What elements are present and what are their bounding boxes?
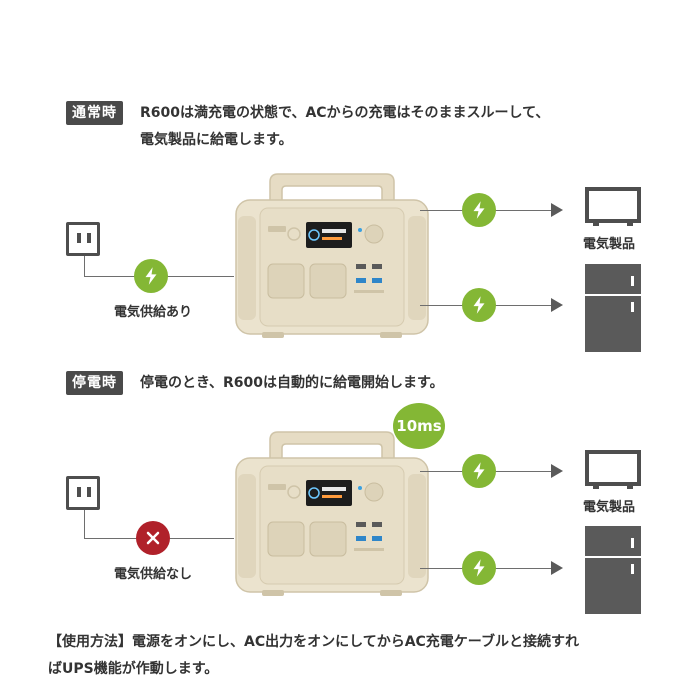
tv-icon [585, 187, 641, 226]
wall-outlet-icon [66, 476, 100, 510]
connection-line [84, 256, 85, 276]
refrigerator-icon [585, 526, 641, 614]
arrow-right-icon [551, 203, 563, 217]
switch-time-value: 10ms [396, 417, 442, 435]
appliance-label: 電気製品 [583, 237, 636, 252]
outage-mode-tag: 停電時 [66, 371, 123, 395]
lightning-bolt-icon [462, 454, 496, 488]
arrow-right-icon [551, 561, 563, 575]
usage-note-line2: ばUPS機能が作動します。 [48, 661, 219, 677]
normal-description-line2: 電気製品に給電します。 [140, 132, 293, 148]
lightning-bolt-icon [134, 259, 168, 293]
appliance-label: 電気製品 [583, 500, 636, 515]
lightning-bolt-icon [462, 288, 496, 322]
arrow-right-icon [551, 464, 563, 478]
refrigerator-icon [585, 264, 641, 352]
normal-mode-tag: 通常時 [66, 101, 123, 125]
power-station-image [232, 426, 432, 601]
lightning-bolt-icon [462, 193, 496, 227]
power-station-image [232, 168, 432, 343]
switch-time-badge: 10ms [393, 403, 445, 449]
supply-on-label: 電気供給あり [114, 305, 193, 320]
tv-icon [585, 450, 641, 489]
lightning-bolt-icon [462, 551, 496, 585]
cross-icon [136, 521, 170, 555]
wall-outlet-icon [66, 222, 100, 256]
usage-note-line1: 【使用方法】電源をオンにし、AC出力をオンにしてからAC充電ケーブルと接続すれ [48, 634, 579, 650]
normal-description-line1: R600は満充電の状態で、ACからの充電はそのままスルーして、 [140, 105, 550, 121]
arrow-right-icon [551, 298, 563, 312]
outage-description: 停電のとき、R600は自動的に給電開始します。 [140, 375, 444, 391]
supply-off-label: 電気供給なし [114, 567, 193, 582]
connection-line [84, 510, 85, 538]
